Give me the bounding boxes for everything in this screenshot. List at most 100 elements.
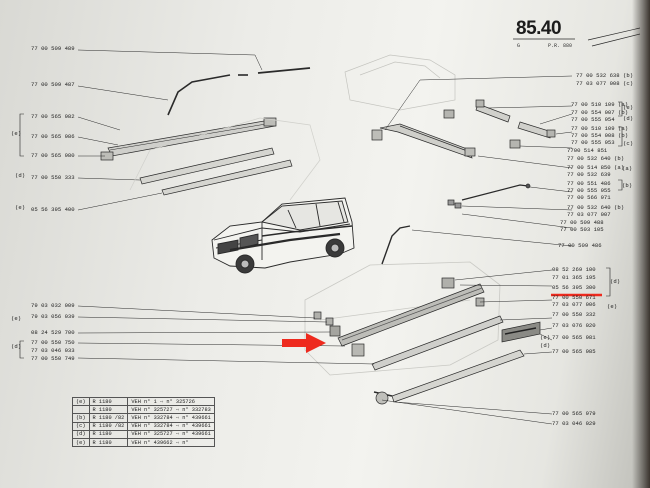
ref-label: (e) <box>540 334 551 341</box>
part-number: 77 00 565 980 <box>31 152 75 159</box>
red-arrow-icon <box>282 333 326 353</box>
part-number: 77 00 509 486 <box>558 242 602 249</box>
table-cell: R 1180 <box>88 437 129 448</box>
part-number: 77 00 555 955 <box>567 187 611 194</box>
from-label: VEH n° 325727 <box>131 406 173 413</box>
part-number: 7700 514 851 <box>567 147 608 154</box>
table-cell: (b) <box>72 413 90 423</box>
table-cell: (c) <box>72 421 90 431</box>
part-number: 77 00 550 333 <box>31 174 75 181</box>
part-number: 77 00 509 489 <box>31 45 75 52</box>
part-number: 77 00 550 750 <box>31 339 75 346</box>
table-cell: VEH n° 332784 ⇨ n° 439661 <box>127 413 215 423</box>
table-cell: VEH n° 332784 ⇨ n° 439661 <box>127 421 215 431</box>
to-label: n° <box>182 414 189 421</box>
part-number: 77 00 532 640 (b) <box>567 204 625 211</box>
part-number: 77 01 365 195 <box>552 274 596 281</box>
ref-label: (e) <box>15 204 26 211</box>
part-number: 77 03 077 006 <box>552 301 596 308</box>
page-edge-shadow <box>632 0 650 488</box>
part-number: 77 00 509 488 <box>560 219 604 226</box>
part-number: 77 00 514 850 (a) <box>567 164 625 171</box>
part-number: 77 03 046 033 <box>31 347 75 354</box>
to-value: 439661 <box>191 414 211 421</box>
from-value: 332784 <box>153 414 173 421</box>
part-number: 77 00 509 487 <box>31 81 75 88</box>
part-number: 77 00 554 007 (b) <box>571 109 629 116</box>
table-row: (b) R 1180 /82 VEH n° 332784 ⇨ n° 439661 <box>72 413 215 423</box>
table-cell: R 1180 /82 <box>88 413 129 423</box>
part-number: 79 03 056 039 <box>31 313 75 320</box>
table-cell: R 1180 <box>88 429 129 439</box>
part-number: 05 56 395 400 <box>31 206 75 213</box>
to-label: n° <box>182 423 189 430</box>
part-number: 77 00 510 109 (a) <box>571 125 629 132</box>
part-number: 77 00 555 954 <box>571 116 615 123</box>
from-label: VEH n° 325727 <box>131 431 173 438</box>
part-number: 79 03 032 009 <box>31 302 75 309</box>
ref-label: (a) <box>622 165 633 172</box>
part-number-highlighted: 05 56 395 300 <box>552 284 596 291</box>
table-cell: VEH n° 325727 ⇨ n° 332783 <box>127 405 215 415</box>
ref-label: (e) <box>11 130 22 137</box>
part-number: 77 03 077 008 (c) <box>576 80 634 87</box>
from-label: VEH n° <box>131 398 151 405</box>
table-cell: (e) <box>72 437 90 448</box>
to-label: n° <box>182 406 189 413</box>
ref-label: (d) <box>610 278 621 285</box>
part-number: 77 00 565 986 <box>31 133 75 140</box>
to-label: n° <box>166 398 173 405</box>
table-cell: VEH n° 439662 ⇨ n° <box>127 437 215 448</box>
ref-label: (e) <box>623 104 634 111</box>
part-number: 77 00 550 671 <box>552 294 596 301</box>
part-number: 77 00 565 981 <box>552 334 596 341</box>
from-value: 332784 <box>153 423 173 430</box>
part-number: 77 00 510 109 (a) <box>571 101 629 108</box>
table-row: (c) R 1180 /82 VEH n° 332784 ⇨ n° 439661 <box>72 421 215 431</box>
part-number: 77 00 532 640 (b) <box>567 155 625 162</box>
part-number: 77 00 555 953 <box>571 139 615 146</box>
part-number: 77 00 503 105 <box>560 226 604 233</box>
table-cell: (d) <box>72 429 90 439</box>
part-number: 77 00 565 982 <box>31 113 75 120</box>
table-row: R 1180 VEH n° 325727 ⇨ n° 332783 <box>72 405 215 415</box>
from-label: VEH n° <box>131 414 151 421</box>
part-number: 77 00 554 008 (b) <box>571 132 629 139</box>
part-number: 77 00 565 979 <box>552 410 596 417</box>
ref-label: (d) <box>15 172 26 179</box>
from-label: VEH n° 439662 <box>131 439 173 446</box>
to-label: n° <box>182 431 189 438</box>
ref-label: (e) <box>11 315 22 322</box>
part-number: 77 00 550 749 <box>31 355 75 362</box>
part-number: 77 00 532 638 (b) <box>576 72 634 79</box>
page-sub-right: P.R. 880 <box>548 43 573 49</box>
page-number: 85.40 <box>516 18 562 39</box>
table-cell: VEH n° 325727 ⇨ n° 439661 <box>127 429 215 439</box>
ref-label: (b) <box>622 182 633 189</box>
table-cell: R 1180 /82 <box>88 421 129 431</box>
part-number: 08 52 269 100 <box>552 266 596 273</box>
ref-label: (e) <box>607 303 618 310</box>
part-number: 77 03 077 007 <box>567 211 611 218</box>
to-value: 325726 <box>175 398 195 405</box>
table-cell: R 1180 <box>88 405 129 415</box>
ref-label: (d) <box>11 343 22 350</box>
part-number: 77 00 551 486 <box>567 180 611 187</box>
to-value: 439661 <box>191 431 211 438</box>
part-number: 08 24 529 700 <box>31 329 75 336</box>
ref-label: (d) <box>623 115 634 122</box>
page-sub-left: G <box>517 43 521 49</box>
part-number: 77 00 565 985 <box>552 348 596 355</box>
to-label: n° <box>182 439 189 446</box>
part-number: 77 03 076 020 <box>552 322 596 329</box>
part-number: 77 00 566 971 <box>567 194 611 201</box>
part-number: 77 03 046 029 <box>552 420 596 427</box>
table-cell: VEH n° 1 ⇨ n° 325726 <box>127 396 215 407</box>
table-row: (e) R 1180 VEH n° 439662 ⇨ n° <box>72 437 215 448</box>
applicability-table: (e) R 1180 VEH n° 1 ⇨ n° 325726 R 1180 V… <box>72 396 215 448</box>
from-label: VEH n° <box>131 423 151 430</box>
table-row: (d) R 1180 VEH n° 325727 ⇨ n° 439661 <box>72 429 215 439</box>
ref-label: (c) <box>623 140 634 147</box>
